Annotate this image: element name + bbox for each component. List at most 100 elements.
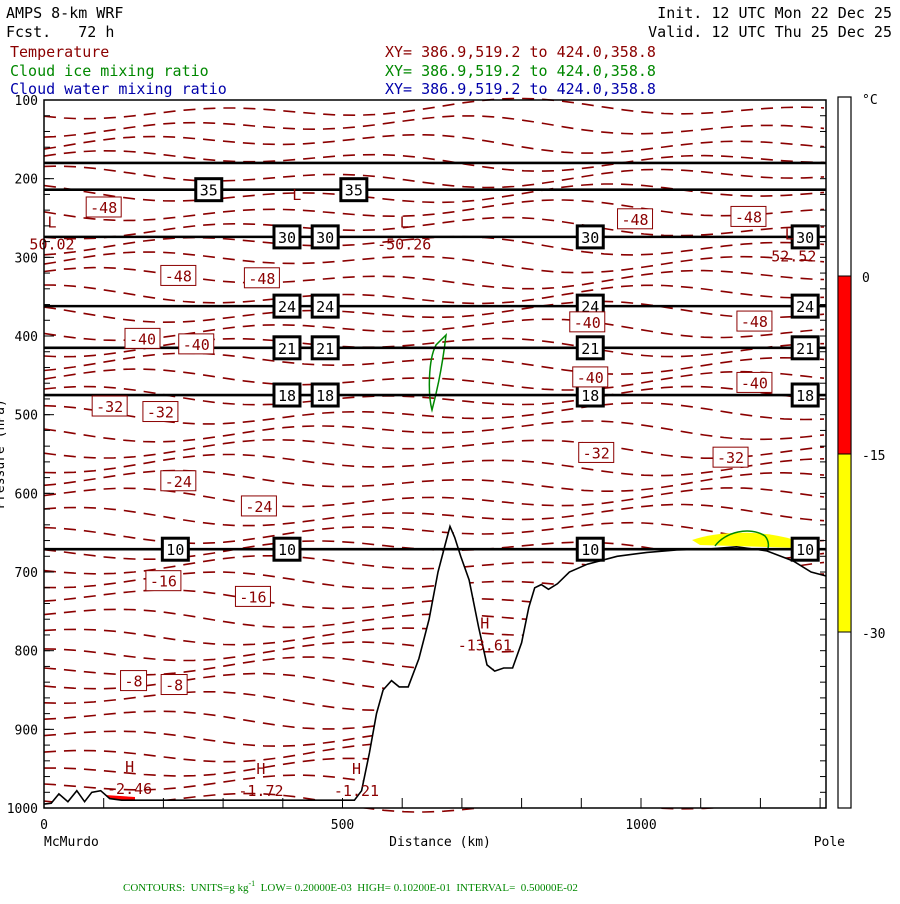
temperature-label-box (145, 570, 182, 592)
legend-cloud-water: Cloud water mixing ratio (10, 80, 227, 98)
legend-temperature: Temperature (10, 43, 109, 61)
isentrope-label-box (790, 224, 820, 250)
temperature-label: -40 (577, 369, 604, 387)
temperature-label-box (240, 495, 277, 517)
model-title: AMPS 8-km WRF (6, 4, 123, 22)
temperature-label: -40 (741, 374, 768, 392)
colorbar-label: -30 (862, 627, 885, 642)
forecast-hour: Fcst. 72 h (6, 23, 114, 41)
x-tick-label: 0 (40, 818, 48, 833)
temperature-label: -40 (183, 336, 210, 354)
terrain-line (43, 523, 827, 805)
extremum-value: -1.72 (238, 782, 283, 800)
colorbar-unit: °C (862, 93, 878, 108)
temperature-contour (43, 368, 825, 391)
temperature-label-box (569, 311, 606, 333)
isentrope-label: 21 (581, 340, 599, 358)
isentrope-label: 30 (278, 229, 296, 247)
isentrope-label-box (272, 224, 302, 250)
init-time: Init. 12 UTC Mon 22 Dec 25 (657, 4, 892, 22)
temperature-contour (43, 656, 825, 680)
temperature-label: -16 (239, 588, 266, 606)
isentrope-label: 21 (796, 340, 814, 358)
temperature-contour (43, 352, 825, 375)
temperature-contour (43, 134, 825, 154)
xy-cloud-water: XY= 386.9,519.2 to 424.0,358.8 (385, 80, 656, 98)
temperature-label: -24 (245, 498, 272, 516)
low-marker: L (47, 213, 56, 231)
isentrope-label: 24 (278, 298, 296, 316)
temperature-contour (43, 503, 825, 527)
y-tick-label: 200 (15, 173, 38, 188)
ice-shading-plateau (692, 532, 800, 548)
temperature-contour (43, 183, 825, 204)
temperature-label-box (730, 205, 767, 227)
isentrope-label-box (790, 536, 820, 562)
isentrope-label: 18 (278, 387, 296, 405)
y-tick-label: 500 (15, 409, 38, 424)
x-axis-title: Distance (km) (389, 835, 491, 850)
temperature-label: -40 (574, 314, 601, 332)
temperature-label-box (617, 208, 654, 230)
isentrope-label-box (272, 335, 302, 361)
temperature-label: -48 (741, 313, 768, 331)
temperature-label-box (124, 327, 161, 349)
valid-time: Valid. 12 UTC Thu 25 Dec 25 (648, 23, 892, 41)
temperature-contour (43, 235, 825, 256)
temperature-label-box (160, 674, 188, 696)
temperature-label: -48 (735, 208, 762, 226)
colorbar-label: -15 (862, 449, 885, 464)
temperature-label-box (91, 395, 128, 417)
temperature-contour (43, 420, 825, 443)
temperature-label-box (178, 333, 215, 355)
y-tick-label: 100 (15, 94, 38, 109)
isentrope-label: 18 (316, 387, 334, 405)
temperature-label: -32 (147, 404, 174, 422)
temperature-contour (43, 199, 825, 222)
low-marker: L (292, 186, 301, 204)
isentrope-label: 30 (316, 229, 334, 247)
temperature-contour (43, 251, 825, 274)
isentrope-label-box (310, 293, 340, 319)
x-tick-label: 1000 (625, 818, 656, 833)
temperature-label-box (712, 446, 749, 468)
temperature-label: -8 (165, 677, 183, 695)
isentrope-label: 10 (581, 541, 599, 559)
isentrope-label-box (310, 382, 340, 408)
x-left-label: McMurdo (44, 835, 99, 850)
plot-frame (43, 99, 827, 809)
colorbar-segment (837, 453, 852, 633)
y-tick-label: 300 (15, 251, 38, 266)
isentrope-label-box (339, 177, 369, 203)
temperature-label-box (572, 366, 609, 388)
ice-contour-mountain (428, 332, 447, 413)
temperature-contour (43, 774, 825, 796)
extremum-value: -1.21 (334, 782, 379, 800)
isentrope-label: 18 (796, 387, 814, 405)
ice-contour-plateau (714, 530, 770, 549)
temperature-label-box (736, 371, 773, 393)
temperature-contour (43, 725, 825, 747)
extrema-labels: L50.02L-50.26L-52.52LH-13.61H-2.46H-1.72… (29, 186, 816, 800)
temperature-contour (43, 284, 825, 305)
temperature-label: -32 (717, 449, 744, 467)
temperature-contour (43, 706, 825, 730)
temperature-contour (43, 337, 825, 358)
high-marker: H (352, 760, 361, 778)
isentrope-label: 24 (796, 298, 814, 316)
cloud-ice-contours (105, 332, 800, 800)
legend-cloud-ice: Cloud ice mixing ratio (10, 62, 209, 80)
low-marker: L (400, 213, 409, 231)
extremum-value: -50.26 (377, 235, 431, 253)
temperature-contour (43, 115, 825, 138)
temperature-label-box (234, 585, 271, 607)
isentrope-label: 30 (581, 229, 599, 247)
temperature-label-box (736, 310, 773, 332)
extremum-value: -2.46 (107, 780, 152, 798)
temperature-label: -48 (90, 199, 117, 217)
y-tick-label: 600 (15, 487, 38, 502)
y-tick-label: 1000 (7, 802, 38, 817)
